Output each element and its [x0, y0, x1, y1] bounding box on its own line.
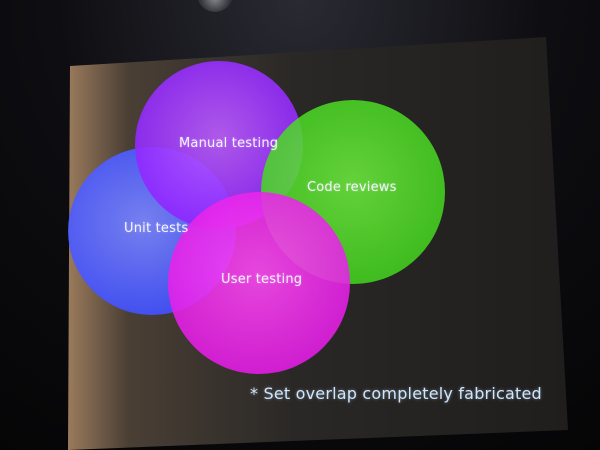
venn-circle-manual-testing: [135, 61, 303, 229]
set-label-user-testing: User testing: [221, 272, 303, 287]
venn-circle-user-testing: [168, 192, 350, 374]
slide-footnote: * Set overlap completely fabricated: [250, 384, 542, 403]
set-label-manual-testing: Manual testing: [179, 136, 279, 151]
set-label-unit-tests: Unit tests: [124, 221, 189, 236]
set-label-code-reviews: Code reviews: [307, 180, 397, 195]
ceiling-light: [197, 0, 233, 12]
